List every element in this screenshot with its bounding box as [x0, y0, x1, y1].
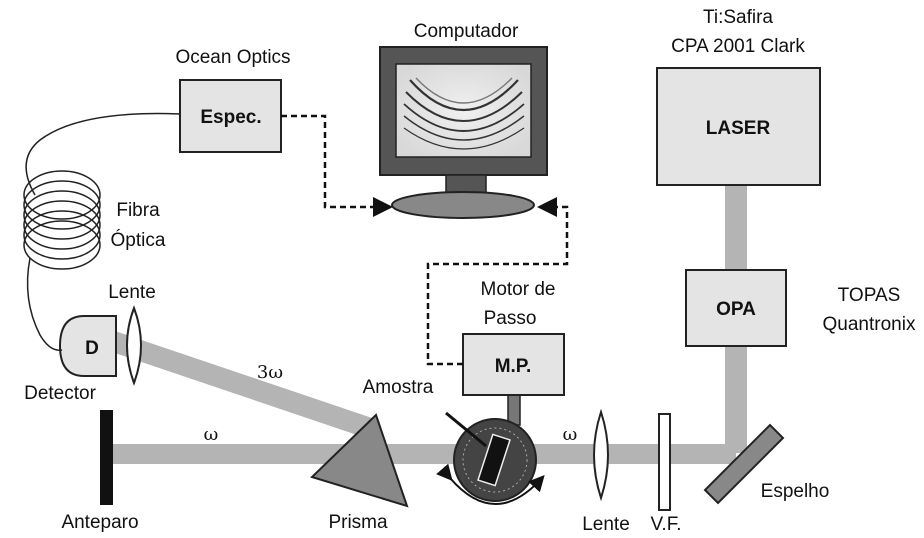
optical-fiber: Fibra Óptica [23, 112, 181, 351]
omega-right-label: ω [563, 424, 578, 445]
opa-box-label: OPA [716, 299, 756, 320]
topas-label-line1: TOPAS [838, 285, 901, 306]
fiber-coil-5 [23, 210, 101, 260]
omega-left-label: ω [204, 424, 219, 445]
prism-shape [310, 413, 409, 508]
topas-label-line2: Quantronix [823, 314, 916, 335]
mirror-shape [703, 423, 785, 505]
spectrometer-box-label: Espec. [200, 107, 261, 128]
lens-top-label: Lente [108, 282, 156, 303]
motor-label-line1: Motor de [481, 279, 556, 300]
fiber-coil-4 [23, 200, 101, 250]
fiber-coil-6 [23, 220, 101, 270]
third-harmonic-label: 3ω [257, 362, 283, 383]
beam-paths [112, 185, 747, 464]
monitor-base [391, 191, 535, 219]
detector-shape [58, 315, 117, 377]
spectrometer: Ocean Optics Espec. [175, 47, 291, 153]
lens-bottom: Lente ω [563, 408, 630, 535]
mirror-label: Espelho [761, 481, 830, 502]
screen-shape [100, 410, 113, 505]
interference-fringes [403, 77, 525, 150]
fiber-label-line2: Óptica [111, 229, 166, 251]
motor-box-label: M.P. [495, 356, 532, 377]
filter-label: V.F. [651, 514, 682, 535]
mirror: Espelho [703, 423, 830, 505]
motor-shaft [507, 394, 521, 426]
cable-motor-to-computer [426, 197, 569, 366]
laser-source-label-line1: Ti:Safira [703, 7, 773, 28]
filter: V.F. [651, 413, 682, 535]
lens-bottom-shape [593, 408, 609, 502]
rotation-arrow [436, 463, 545, 505]
monitor-screen [395, 63, 532, 158]
fiber-lower [26, 257, 63, 351]
cable-spectrometer-to-computer [281, 114, 393, 217]
fiber-coil-3 [23, 190, 101, 240]
computer: Computador [379, 21, 548, 219]
prism-label: Prisma [328, 512, 388, 533]
data-cables [281, 114, 569, 366]
spectrometer-brand-label: Ocean Optics [175, 47, 290, 68]
fiber-coil-1 [23, 170, 101, 220]
laser-box [656, 67, 821, 186]
detector-label: Detector [24, 383, 96, 404]
sample-stage: Amostra [363, 377, 545, 505]
sample-label: Amostra [363, 377, 434, 398]
laser-box-label: LASER [706, 118, 771, 139]
computer-label: Computador [414, 21, 519, 42]
spectrometer-box [179, 79, 282, 153]
step-motor: Motor de Passo M.P. [462, 279, 565, 396]
fiber-label-line1: Fibra [116, 200, 160, 221]
opa: OPA TOPAS Quantronix [685, 269, 916, 347]
lens-bottom-label: Lente [582, 514, 630, 535]
laser-source: Ti:Safira CPA 2001 Clark LASER [656, 7, 821, 186]
prism: Prisma [310, 413, 409, 533]
lens-top-shape [126, 305, 142, 386]
motor-label-line2: Passo [484, 308, 537, 329]
sample-pointer-line [445, 411, 487, 448]
beam-fundamental-horizontal [112, 444, 736, 464]
detector-symbol: D [85, 338, 99, 359]
filter-shape [658, 413, 671, 511]
fiber-upper [25, 112, 181, 196]
motor-box [462, 333, 565, 396]
detector-assembly: Lente D Detector [24, 282, 156, 404]
laser-source-label-line2: CPA 2001 Clark [671, 36, 805, 57]
opa-box [685, 269, 787, 347]
fiber-coil-2 [23, 180, 101, 230]
screen-label: Anteparo [61, 512, 138, 533]
beam-third-harmonic [112, 330, 378, 436]
screen: Anteparo ω 3ω [61, 362, 283, 533]
